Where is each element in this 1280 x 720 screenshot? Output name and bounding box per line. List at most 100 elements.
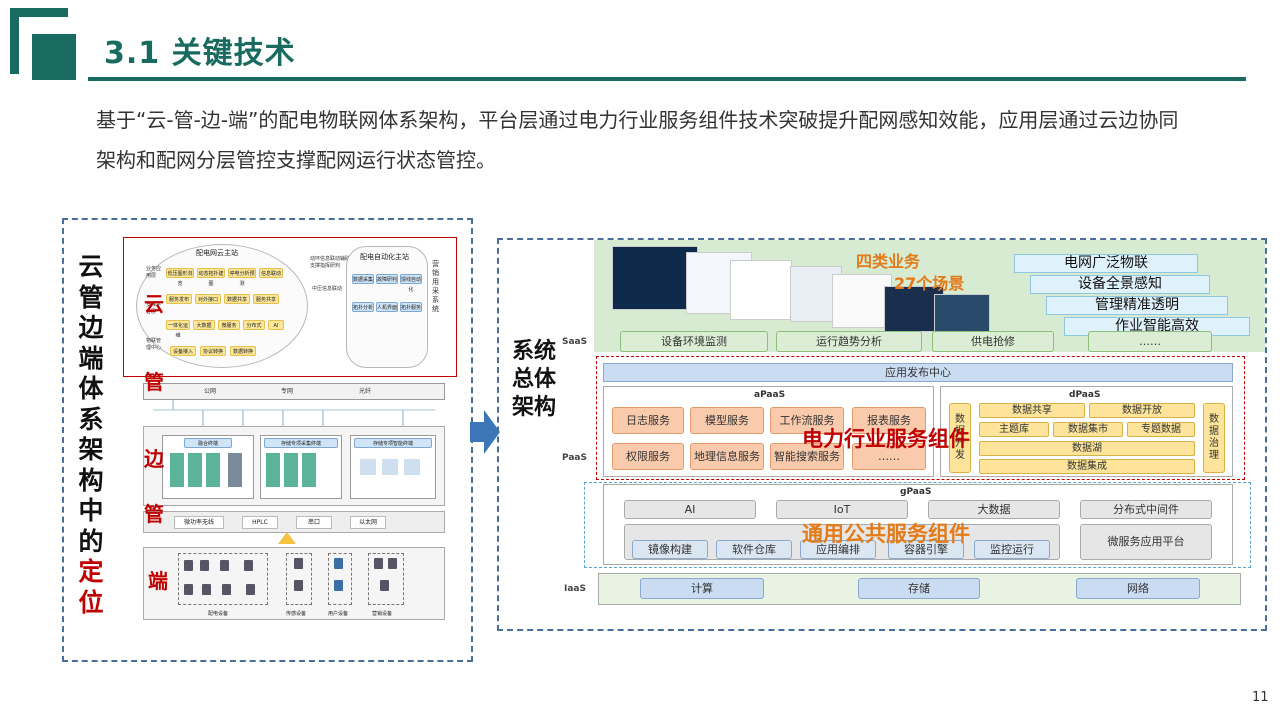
dpaas-service: 数据集成 [979,459,1195,474]
dpaas-service: 数据共享 [979,403,1085,418]
cloud-cell: AI [268,320,284,330]
saas-cell: 运行趋势分析 [776,331,922,352]
comm-cell: 串口 [296,516,332,529]
edge-cell: 存储专项采集终端 [264,438,338,448]
screenshot-thumbnail [612,246,698,310]
gpaas-service: IoT [776,500,908,519]
intro-paragraph: 基于“云-管-边-端”的配电物联网体系架构，平台层通过电力行业服务组件技术突破提… [96,108,1179,172]
paas-label: PaaS [562,453,587,463]
comm-cell: 以太网 [350,516,386,529]
saas-cell: 设备环境监测 [620,331,768,352]
apaas-service: 地理信息服务 [690,443,764,470]
cloud-cell: 设备接入 [170,346,196,356]
mid-text-2: 中压信息联动 [312,286,343,292]
cloud-cell: 停电分析预测 [228,268,256,287]
cloud-side-2: 支撑平台层 [146,302,162,315]
cloud-diagram: 配电网云主站 业务应用层 支撑平台层 物联管理中心 低压图形浏览 动态拓扑建图 … [123,237,457,377]
layer-label-pipe-1: 管 [144,370,164,394]
dpaas-service: 数据集市 [1053,422,1123,437]
gpaas-service: 分布式中间件 [1080,500,1212,519]
apaas-service: 报表服务 [852,407,926,434]
apaas-service: 权限服务 [612,443,684,470]
system-title-line: 架构 [512,395,557,420]
cloud-cell: 低压图形浏览 [166,268,194,287]
marketing-system: 营销用采系统 [432,260,439,313]
gpaas-sub-service: 容器引擎 [888,540,964,559]
cloud-cell: 数据共享 [224,294,250,304]
screenshot-thumbnail [730,260,792,320]
iaas-label: IaaS [564,584,586,594]
apaas-service: 模型服务 [690,407,764,434]
auto-cell: 人机界面 [376,302,398,312]
gpaas-service: AI [624,500,756,519]
apaas-service: 日志服务 [612,407,684,434]
device-group [328,553,352,605]
gpaas-frame [584,482,1251,568]
mid-text-1: 动环信息联动辅助支撑指挥研判 [310,256,351,269]
logo [10,8,76,80]
iaas-cell: 网络 [1076,578,1200,599]
dpaas-block: dPaaS 数据开发 数据治理 数据共享 数据开放 主题库 数据集市 专题数据 … [940,386,1233,477]
saas-label: SaaS [562,337,588,347]
dpaas-service: 数据开放 [1089,403,1195,418]
gpaas-sub-service: 应用编排 [800,540,876,559]
auto-cell: 故障研判 [376,274,398,284]
gpaas-sub-service: 监控运行 [974,540,1050,559]
dpaas-title: dPaaS [1069,390,1101,400]
layer-label-edge: 边 [144,447,164,471]
device-group [368,553,404,605]
cloud-cell: 微服务 [218,320,240,330]
vertical-title: 云管边端体系架构中的定位 [76,252,106,618]
dpaas-service: 主题库 [979,422,1049,437]
screenshot-thumbnail [934,294,990,334]
auto-cell: 馈线自动化 [400,274,422,293]
system-architecture-title: 系统 总体 架构 [512,338,556,422]
title-divider [88,77,1246,81]
cloud-cell: 数据转换 [230,346,256,356]
layer-label-cloud: 云 [144,292,164,316]
cloud-cell: 协议转换 [200,346,226,356]
general-public-components-label: 通用公共服务组件 [802,522,970,546]
comm-row: 微功率无线 HPLC 串口 以太网 [143,511,445,533]
up-arrow-icon [278,532,296,544]
pipe1-cell: 专网 [280,388,293,395]
saas-cell: 供电抢修 [932,331,1054,352]
feature-tag: 管理精准透明 [1046,296,1228,315]
pipe-row-1 [143,383,445,400]
page-title: 3.1 关键技术 [104,36,296,71]
device-group [286,553,312,605]
cloud-cell: 分布式 [243,320,265,330]
iaas-cell: 计算 [640,578,764,599]
gpaas-title: gPaaS [900,487,932,497]
cloud-side-3: 物联管理中心 [146,338,162,351]
cloud-title: 配电网云主站 [196,249,238,257]
apaas-title: aPaaS [754,390,786,400]
device-group-label: 配电设备 [208,611,229,617]
edge-cell: 存储专项智能终端 [354,438,432,448]
vertical-title-highlight: 定位 [78,557,104,617]
edge-cell: 融合终端 [184,438,232,448]
cloud-side-1: 业务应用层 [146,266,162,279]
device-group-label: 用户设备 [328,611,349,617]
auto-cell: 拓扑服务 [400,302,422,312]
right-panel [497,238,1267,631]
cloud-cell: 动态拓扑建图 [197,268,225,287]
auto-title: 配电自动化主站 [360,253,409,261]
power-industry-components-label: 电力行业服务组件 [802,427,970,451]
microservice-platform: 微服务应用平台 [1080,524,1212,560]
data-governance-tag: 数据治理 [1203,403,1225,473]
gpaas-service: 大数据 [928,500,1060,519]
cloud-cell: 对外接口 [195,294,221,304]
apaas-service: 工作流服务 [770,407,844,434]
terminal-layer-box: 配电设备 传感设备 用户设备 营销设备 [143,547,445,620]
device-group-label: 营销设备 [372,611,393,617]
saas-cell: …… [1088,331,1212,352]
apaas-block: aPaaS 日志服务 模型服务 工作流服务 报表服务 权限服务 地理信息服务 智… [603,386,934,477]
cloud-cell: 信息联动 [259,268,283,278]
feature-tag: 设备全景感知 [1030,275,1210,294]
device-group [178,553,268,605]
business-label: 四类业务 [856,252,921,271]
apaas-service: 智能搜索服务 [770,443,844,470]
cloud-cell: 一体化运维 [166,320,190,339]
gpaas-sub-service: 软件仓库 [716,540,792,559]
